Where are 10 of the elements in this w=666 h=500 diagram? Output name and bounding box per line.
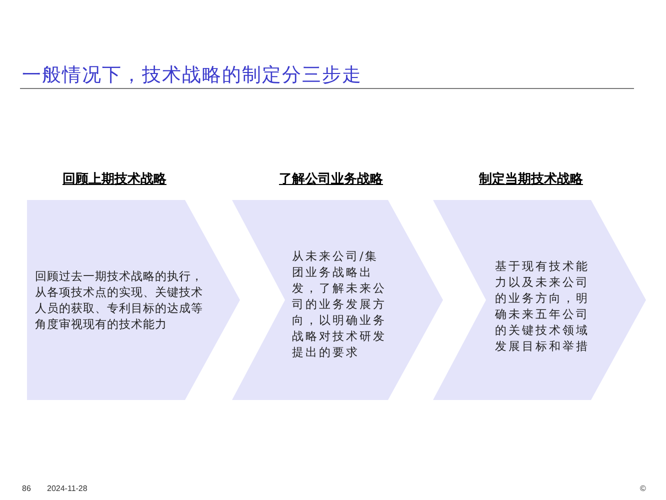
step-description: 基于现有技术能力以及未来公司的业务方向，明确未来五年公司的关键技术领域发展目标和举措	[495, 258, 590, 354]
step-description: 回顾过去一期技术战略的执行，从各项技术点的实现、关键技术人员的获取、专利目标的达成等角度审视现有的技术能力	[35, 268, 204, 332]
step-heading: 回顾上期技术战略	[62, 172, 166, 187]
step-heading: 制定当期技术战略	[479, 172, 583, 187]
date-text: 2024-11-28	[47, 484, 88, 493]
page-number: 86	[22, 484, 31, 493]
copyright-mark: ©	[640, 484, 646, 493]
step-heading: 了解公司业务战略	[279, 172, 383, 187]
step-description: 从未来公司/集团业务战略出发，了解未来公司的业务发展方向，以明确业务战略对技术研发提出的要求	[292, 248, 388, 360]
title: 一般情况下，技术战略的制定分三步走	[22, 63, 362, 88]
